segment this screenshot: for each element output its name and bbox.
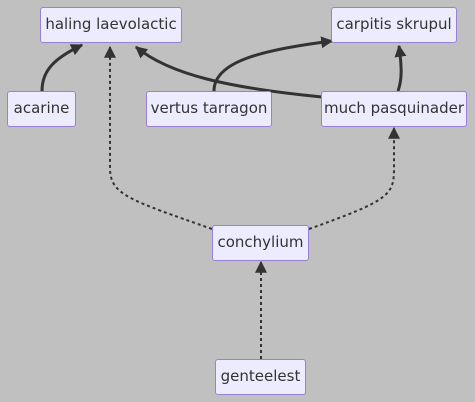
edge-conchylium-to-much	[308, 126, 400, 230]
edge-acarine-to-haling	[40, 43, 84, 92]
node-label: haling laevolactic	[45, 15, 177, 33]
node-conchylium[interactable]: conchylium	[212, 225, 309, 261]
node-genteelest[interactable]: genteelest	[215, 359, 306, 395]
edge-much-to-carpitis	[394, 44, 407, 92]
edge-much-to-haling	[135, 45, 323, 99]
node-label: acarine	[13, 99, 70, 117]
node-carpitis-skrupul[interactable]: carpitis skrupul	[331, 7, 457, 43]
node-label: vertus tarragon	[150, 99, 268, 117]
node-label: conchylium	[217, 233, 304, 251]
node-acarine[interactable]: acarine	[7, 91, 76, 127]
node-label: carpitis skrupul	[336, 15, 452, 33]
node-label: genteelest	[220, 367, 301, 385]
node-much-pasquinader[interactable]: much pasquinader	[321, 91, 467, 127]
node-label: much pasquinader	[324, 99, 464, 117]
edge-conchylium-to-haling	[104, 45, 213, 230]
node-vertus-tarragon[interactable]: vertus tarragon	[146, 91, 272, 127]
node-haling-laevolactic[interactable]: haling laevolactic	[40, 7, 182, 43]
edge-vertus-to-carpitis	[212, 36, 334, 92]
